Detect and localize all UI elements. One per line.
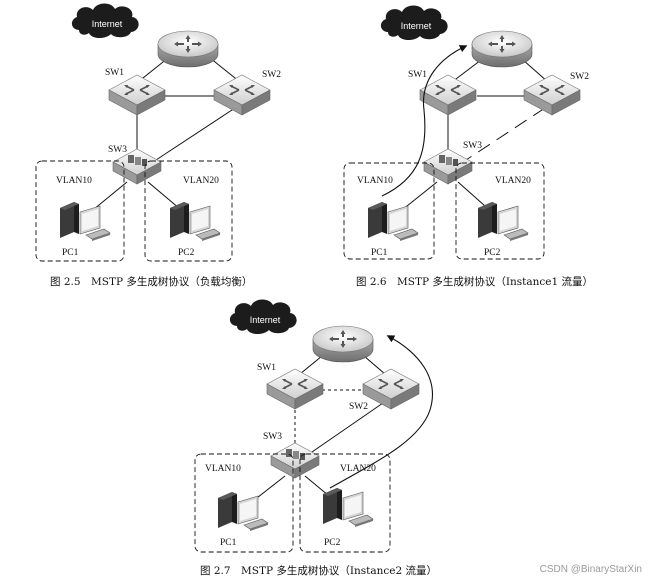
router-icon [157,30,219,68]
vlan20-box [299,453,391,553]
internet-label: Internet [401,21,432,31]
sw2-label: SW2 [262,70,281,80]
instance1-traffic-arrow [381,45,468,197]
sw3-label: SW3 [463,141,482,151]
watermark: CSDN @BinaryStarXin [539,564,642,575]
blocked-link-sw2-sw3 [465,107,546,161]
link-router-sw2 [522,59,549,83]
sw2-label: SW2 [349,402,368,412]
sw2-label: SW2 [570,72,589,82]
vlan20-label: VLAN20 [183,176,219,186]
pc2-computer-icon [322,487,374,528]
sw1-switch-icon [266,368,324,410]
vlan20-label: VLAN20 [495,176,531,186]
link-sw2-sw3 [155,107,236,161]
figure-caption: 图 2.7 MSTP 多生成树协议（Instance2 流量） [200,564,437,577]
link-router-sw2 [363,355,386,375]
internet-label: Internet [92,19,123,29]
sw1-label: SW1 [257,363,276,373]
vlan10-box [35,160,125,262]
vlan20-box [455,162,545,260]
internet-label: Internet [250,315,281,325]
pc2-label: PC2 [178,248,195,258]
pc1-label: PC1 [371,248,388,258]
pc1-label: PC1 [220,538,237,548]
vlan10-box [343,162,435,260]
link-router-sw1 [451,59,482,83]
sw2-switch-icon [213,74,271,116]
sw1-label: SW1 [105,68,124,78]
pc1-computer-icon [59,201,111,242]
vlan10-label: VLAN10 [357,176,393,186]
pc1-computer-icon [217,491,269,532]
figure-2-6: Internet SW1 SW2 SW3 VLAN10 VLAN20 PC1 P… [343,5,593,288]
sw1-label: SW1 [408,70,427,80]
router-icon [471,30,533,68]
pc1-label: PC1 [62,248,79,258]
link-router-sw2 [209,57,241,83]
figure-caption: 图 2.5 MSTP 多生成树协议（负载均衡） [50,275,252,288]
pc2-computer-icon [169,201,221,242]
vlan10-label: VLAN10 [205,464,241,474]
vlan10-label: VLAN10 [56,176,92,186]
router-icon [312,325,374,363]
link-router-sw1 [299,355,323,375]
sw3-label: SW3 [108,145,127,155]
pc2-label: PC2 [484,248,501,258]
sw1-switch-icon [108,74,166,116]
instance2-traffic-arrow [329,335,433,489]
pc2-label: PC2 [324,538,341,548]
pc2-computer-icon [477,201,529,242]
sw3-switch-icon [423,148,473,185]
figure-caption: 图 2.6 MSTP 多生成树协议（Instance1 流量） [356,275,593,288]
figure-2-5: Internet SW1 SW2 SW3 VLAN10 VLAN20 PC1 P… [35,3,281,288]
vlan10-box [194,453,294,553]
sw3-label: SW3 [263,432,282,442]
sw3-switch-icon [270,442,320,479]
vlan20-box [144,160,233,262]
vlan20-label: VLAN20 [340,464,376,474]
sw2-switch-icon [362,368,420,410]
figure-2-7: Internet SW1 SW2 SW3 VLAN10 VLAN20 PC1 P… [194,299,437,577]
link-sw2-sw3 [311,402,384,453]
pc1-computer-icon [367,201,419,242]
